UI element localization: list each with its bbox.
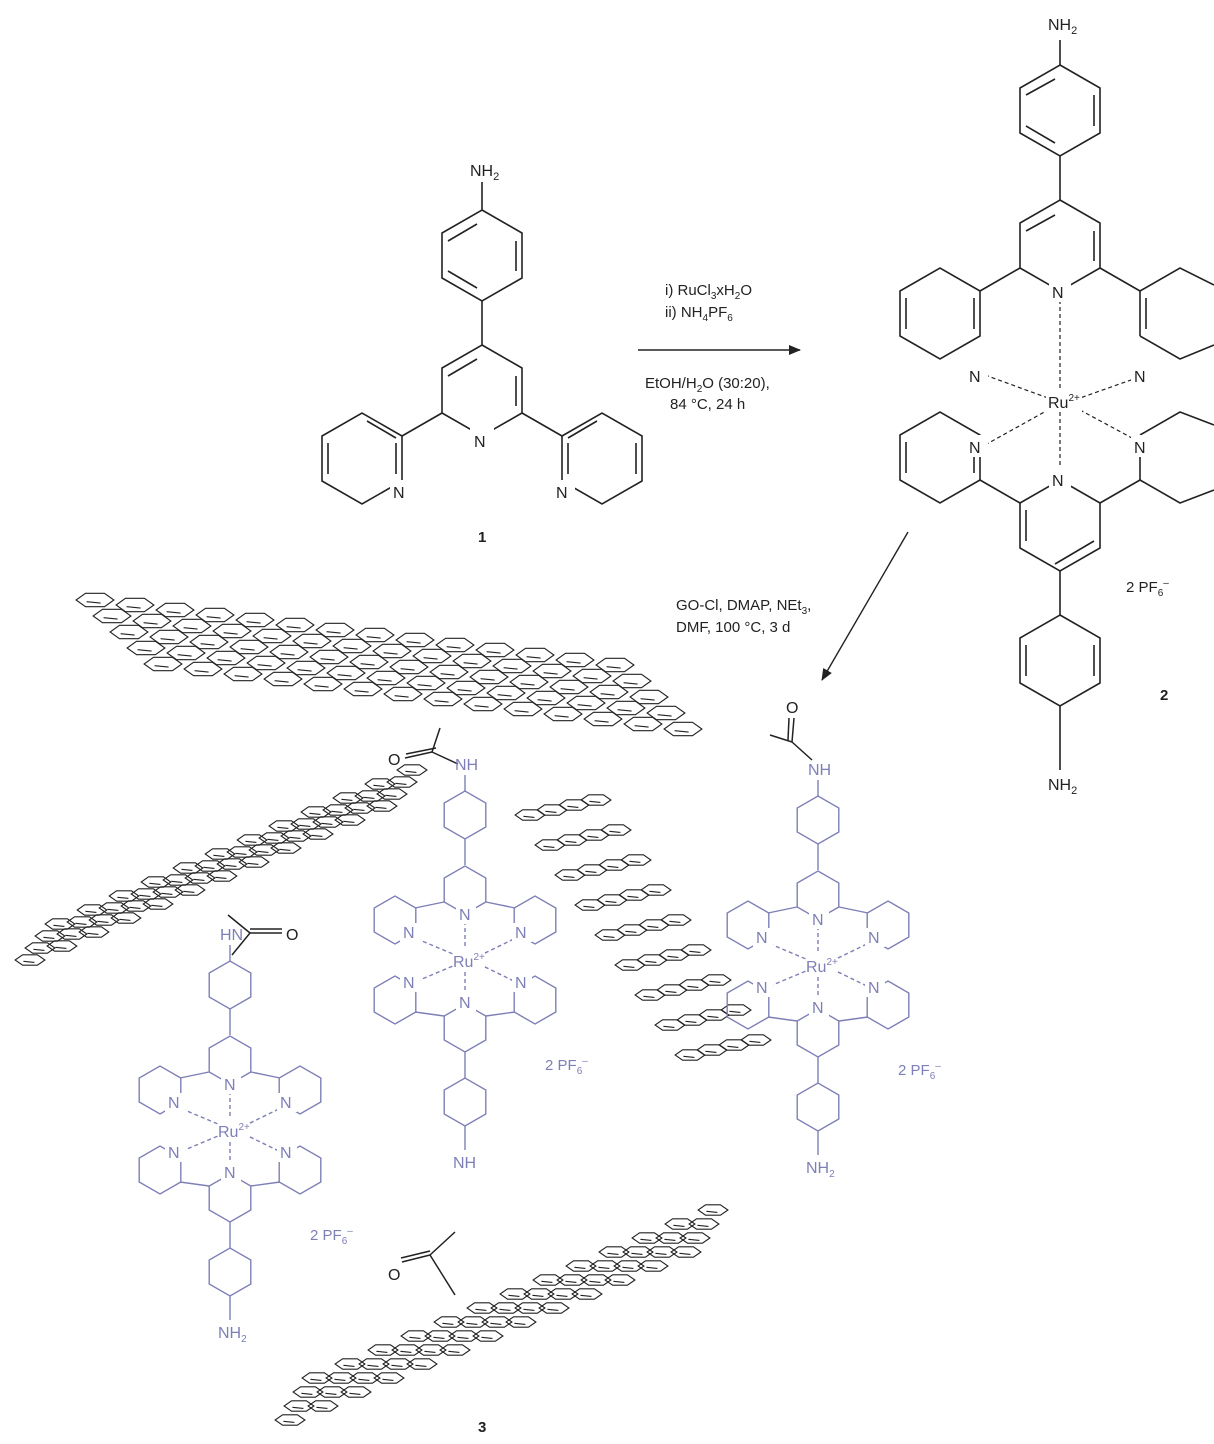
compound-2-structure <box>899 40 1214 770</box>
svg-text:NH2: NH2 <box>1048 17 1077 37</box>
n-label: N <box>280 1095 292 1112</box>
n-label: N <box>868 980 880 997</box>
svg-text:N: N <box>1134 369 1146 386</box>
nh-label: HN <box>220 927 243 944</box>
counterion-label: 2 PF6– <box>545 1056 588 1077</box>
n-label: N <box>515 975 527 992</box>
ru-label: Ru2+ <box>806 957 838 976</box>
amide-linkers <box>227 717 813 1296</box>
n-label: N <box>403 925 415 942</box>
n-label: N <box>756 980 768 997</box>
nh-label: NH <box>808 762 831 779</box>
svg-text:N: N <box>1134 440 1146 457</box>
counterion-label: 2 PF6– <box>898 1061 941 1082</box>
amine-label: NH2 <box>806 1160 835 1180</box>
svg-text:EtOH/H2O (30:20),: EtOH/H2O (30:20), <box>645 375 770 395</box>
svg-text:N: N <box>1052 285 1064 302</box>
amide-labels: O O O O <box>286 700 798 1284</box>
compound-1-structure <box>321 182 643 505</box>
reaction-arrow-2 <box>821 531 909 681</box>
n-label: N <box>224 1165 236 1182</box>
amine-label: NH2 <box>218 1325 247 1345</box>
n-label: N <box>756 930 768 947</box>
amine-label: NH <box>453 1155 476 1172</box>
svg-text:N: N <box>969 440 981 457</box>
svg-text:NH2: NH2 <box>1048 777 1077 797</box>
graphene-sheet-bottom <box>274 1204 729 1426</box>
compound-3-number: 3 <box>478 1419 486 1436</box>
counterion-label: 2 PF6– <box>310 1226 353 1247</box>
svg-text:O: O <box>388 752 400 769</box>
compound-2-labels: N N N Ru2+ N N N NH2 NH2 2 PF6– 2 <box>966 17 1169 797</box>
ru-label: Ru2+ <box>218 1122 250 1141</box>
n-label: N <box>868 930 880 947</box>
svg-text:N: N <box>556 485 568 502</box>
compound-1-number: 1 <box>478 529 486 546</box>
svg-text:N: N <box>1052 473 1064 490</box>
svg-text:O: O <box>786 700 798 717</box>
ru-complex-unit-right: NH N N N Ru2+ N N N NH2 2 PF6– <box>726 762 941 1180</box>
n-label: N <box>459 907 471 924</box>
svg-text:GO-Cl, DMAP, NEt3,: GO-Cl, DMAP, NEt3, <box>676 597 811 617</box>
svg-text:84 °C, 24 h: 84 °C, 24 h <box>670 396 745 413</box>
n-label: N <box>459 995 471 1012</box>
n-label: N <box>812 912 824 929</box>
svg-text:i) RuCl3xH2O: i) RuCl3xH2O <box>665 282 752 302</box>
ru-complex-unit-center: NH N N N Ru2+ N N N NH 2 PF6– <box>373 757 588 1172</box>
step-1-conditions: i) RuCl3xH2O ii) NH4PF6 EtOH/H2O (30:20)… <box>645 282 770 413</box>
n-label: N <box>224 1077 236 1094</box>
compound-2-coordination-bonds <box>984 300 1146 475</box>
nh-label: NH <box>455 757 478 774</box>
svg-text:N: N <box>474 434 486 451</box>
svg-text:ii) NH4PF6: ii) NH4PF6 <box>665 304 733 324</box>
graphene-oxide-sheets <box>14 592 772 1426</box>
n-label: N <box>168 1095 180 1112</box>
graphene-sheet-left <box>14 764 428 966</box>
svg-text:O: O <box>286 927 298 944</box>
n-label: N <box>515 925 527 942</box>
ru-complex-unit-left: HN N N N Ru2+ N N N NH2 2 PF6– <box>138 927 353 1345</box>
graphene-sheet-top <box>75 592 703 737</box>
compound-2-number: 2 <box>1160 687 1168 704</box>
graphene-sheet-tube <box>514 794 772 1061</box>
svg-text:O: O <box>388 1267 400 1284</box>
svg-text:Ru2+: Ru2+ <box>1048 393 1080 412</box>
ru-label: Ru2+ <box>453 952 485 971</box>
n-label: N <box>403 975 415 992</box>
svg-text:N: N <box>969 369 981 386</box>
n-label: N <box>812 1000 824 1017</box>
svg-text:2 PF6–: 2 PF6– <box>1126 578 1169 599</box>
svg-text:NH2: NH2 <box>470 163 499 183</box>
step-2-conditions: GO-Cl, DMAP, NEt3, DMF, 100 °C, 3 d <box>676 597 811 636</box>
svg-text:DMF, 100 °C, 3 d: DMF, 100 °C, 3 d <box>676 619 790 636</box>
svg-text:N: N <box>393 485 405 502</box>
n-label: N <box>280 1145 292 1162</box>
compound-1-labels: N N N NH2 1 <box>390 163 575 546</box>
n-label: N <box>168 1145 180 1162</box>
